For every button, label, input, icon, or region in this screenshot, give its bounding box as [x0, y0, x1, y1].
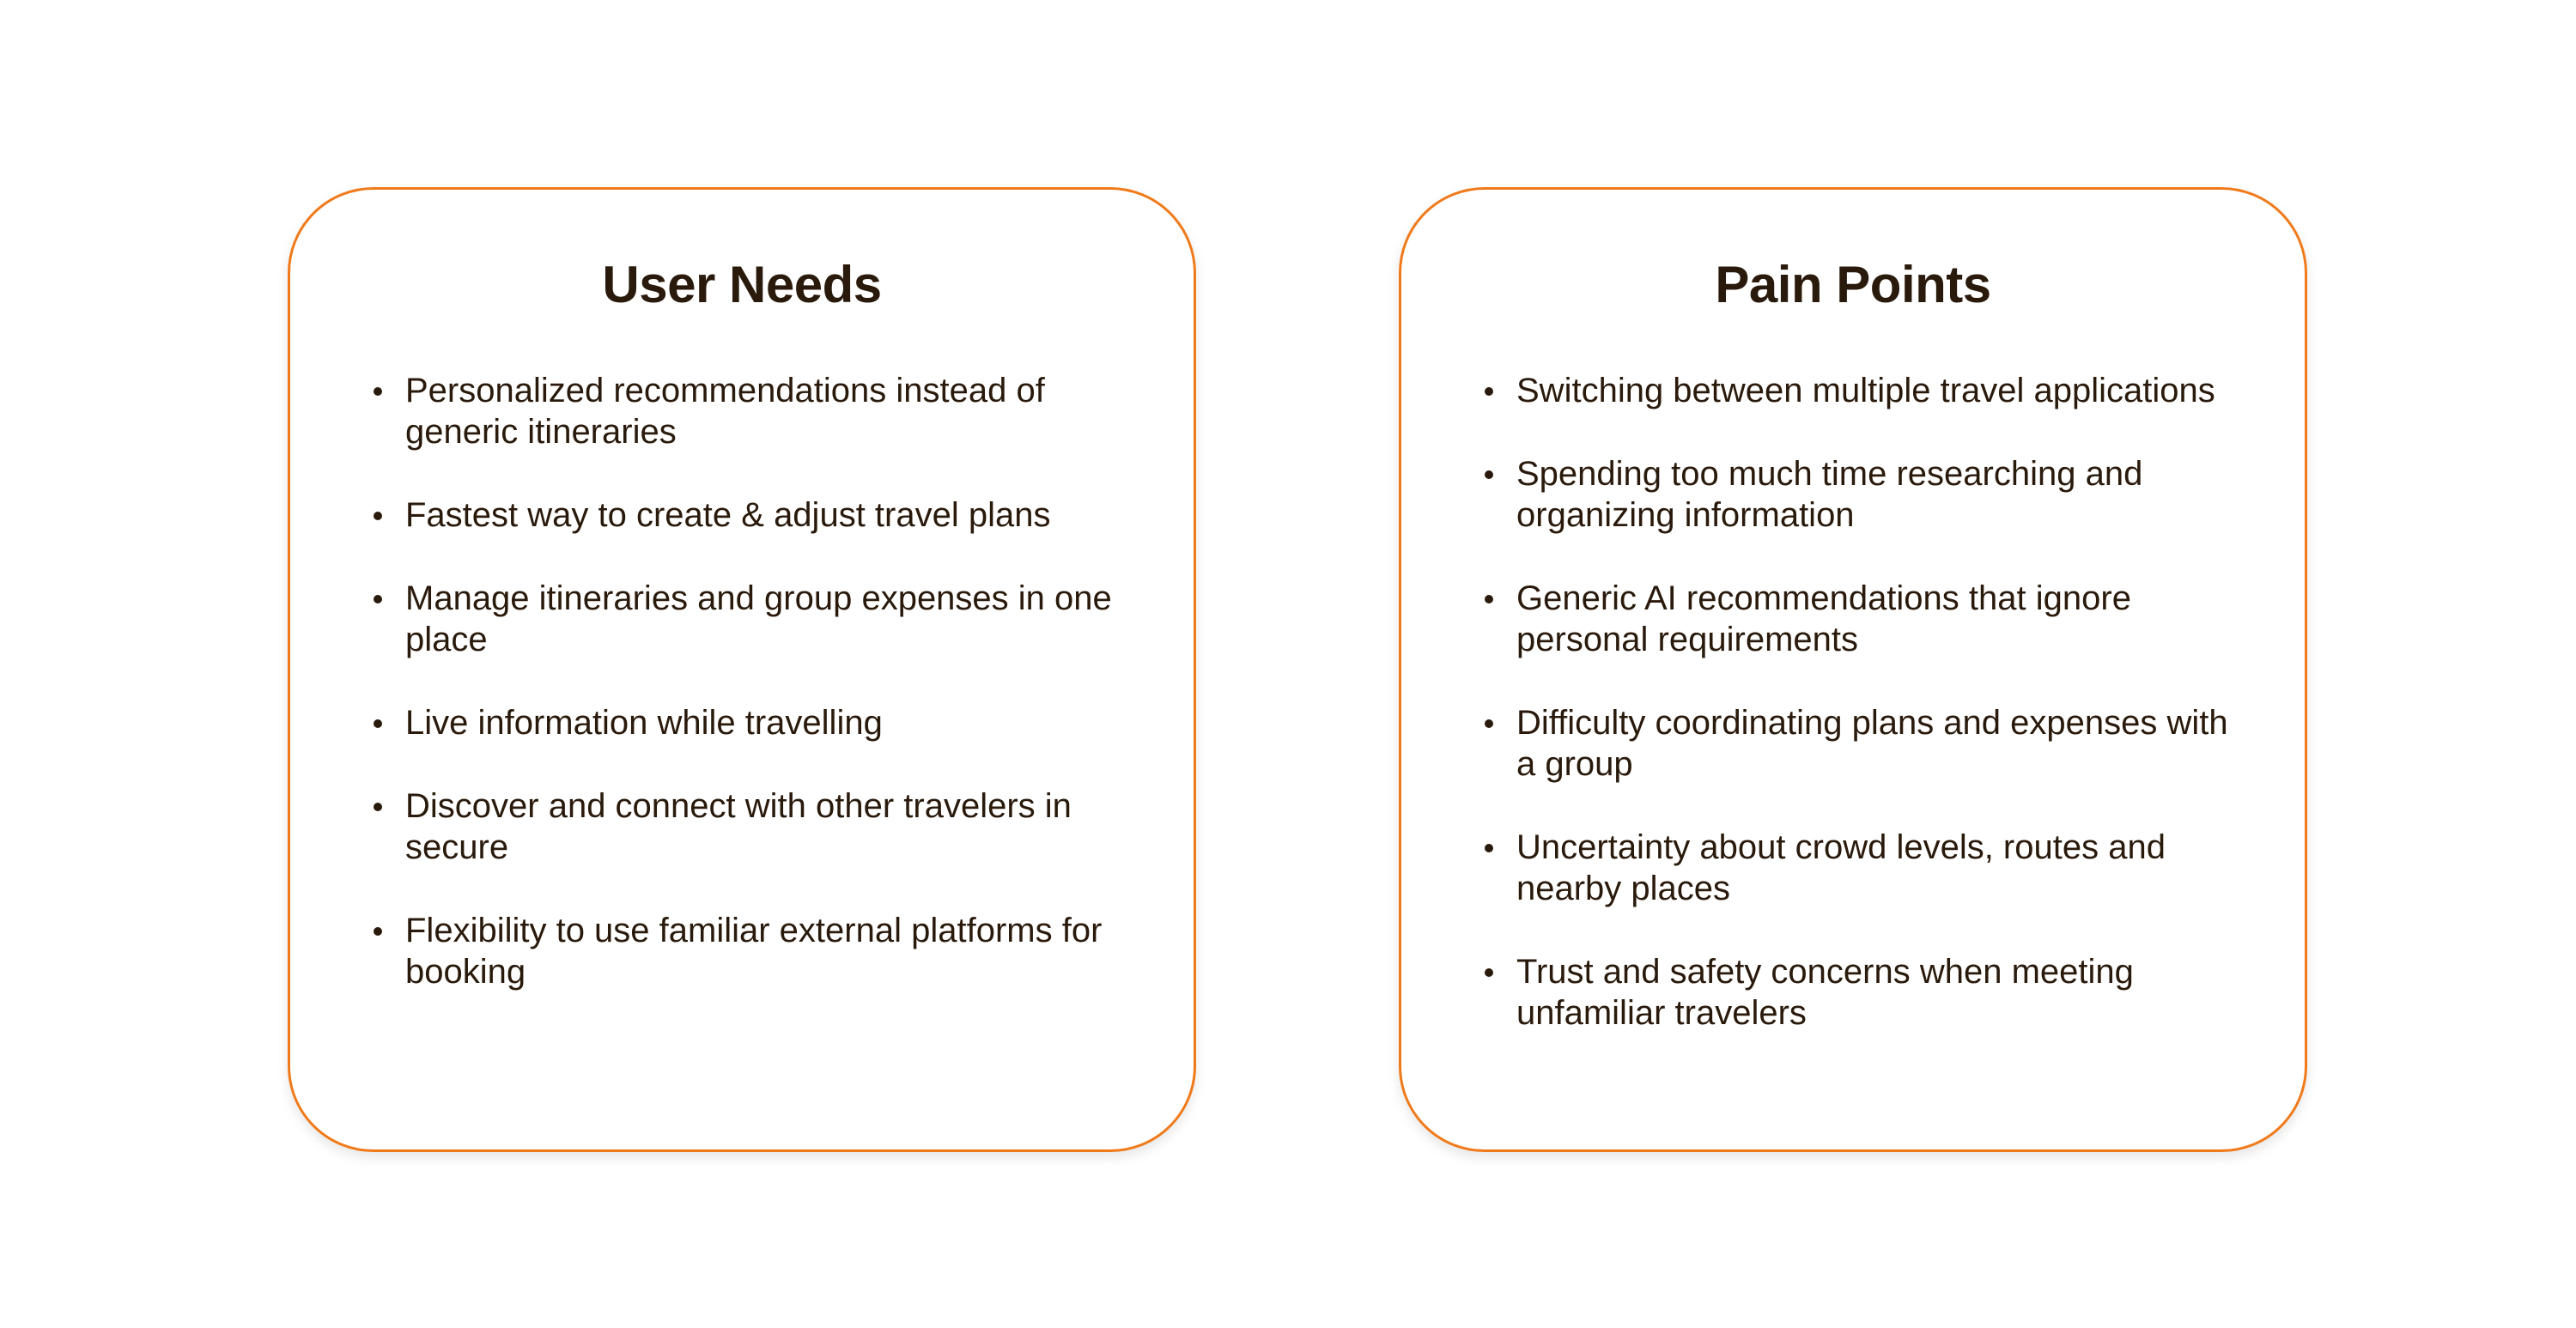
- pain-points-list: Switching between multiple travel applic…: [1485, 370, 2253, 1076]
- user-needs-list: Personalized recommendations instead of …: [374, 370, 1142, 1034]
- user-needs-title: User Needs: [602, 256, 882, 313]
- list-item: Difficulty coordinating plans and expens…: [1485, 702, 2253, 785]
- list-item: Uncertainty about crowd levels, routes a…: [1485, 827, 2253, 909]
- pain-points-card: Pain Points Switching between multiple t…: [1399, 187, 2307, 1152]
- list-item: Generic AI recommendations that ignore p…: [1485, 578, 2253, 660]
- list-item: Fastest way to create & adjust travel pl…: [374, 494, 1142, 536]
- list-item: Live information while travelling: [374, 702, 1142, 743]
- list-item: Trust and safety concerns when meeting u…: [1485, 951, 2253, 1034]
- list-item: Switching between multiple travel applic…: [1485, 370, 2253, 411]
- list-item: Personalized recommendations instead of …: [374, 370, 1142, 452]
- pain-points-title: Pain Points: [1715, 256, 1991, 313]
- user-needs-card: User Needs Personalized recommendations …: [288, 187, 1196, 1152]
- list-item: Manage itineraries and group expenses in…: [374, 578, 1142, 660]
- list-item: Spending too much time researching and o…: [1485, 453, 2253, 536]
- list-item: Flexibility to use familiar external pla…: [374, 910, 1142, 992]
- list-item: Discover and connect with other traveler…: [374, 785, 1142, 868]
